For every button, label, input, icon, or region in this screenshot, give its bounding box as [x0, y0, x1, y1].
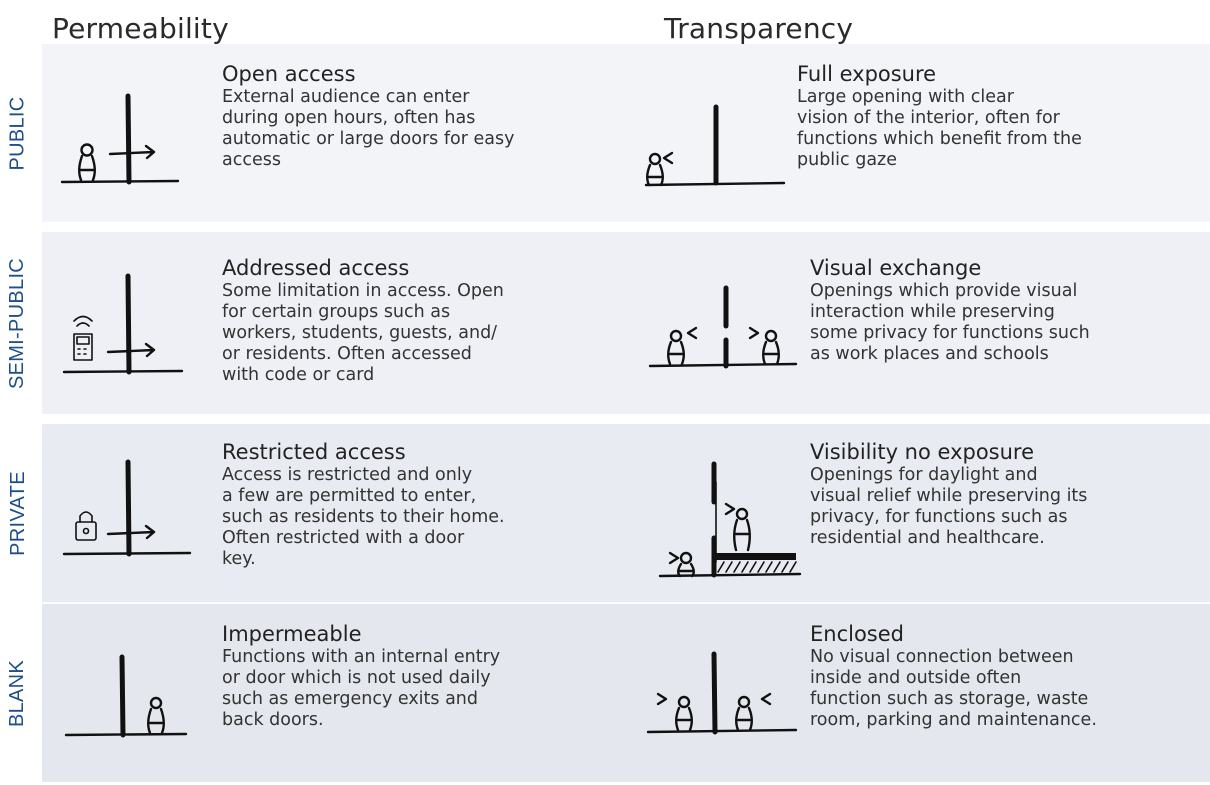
- row-label-text: SEMI-PUBLIC: [6, 257, 29, 389]
- cell-title: Visual exchange: [810, 256, 982, 280]
- cell-title: Full exposure: [797, 62, 937, 86]
- desc-line: a few are permitted to enter,: [222, 486, 477, 506]
- desc-line: automatic or large doors for easy: [222, 129, 515, 149]
- row-label-text: PRIVATE: [6, 470, 29, 556]
- desc-line: workers, students, guests, and/: [222, 323, 498, 343]
- wall-person-inside-icon: [64, 654, 188, 738]
- row-label-private: PRIVATE: [0, 424, 36, 602]
- padlock-door-arrow-icon: [62, 459, 192, 557]
- desc-line: or residents. Often accessed: [222, 344, 472, 364]
- desc-line: Often restricted with a door: [222, 528, 465, 548]
- cell-desc: External audience can enter during open …: [222, 87, 602, 171]
- desc-line: with code or card: [222, 365, 375, 385]
- desc-line: public gaze: [797, 150, 898, 170]
- desc-line: room, parking and maintenance.: [810, 710, 1097, 730]
- cell-title: Enclosed: [810, 622, 904, 646]
- column-title-permeability: Permeability: [52, 12, 229, 45]
- desc-line: or door which is not used daily: [222, 668, 491, 688]
- cell-desc: Large opening with clear vision of the i…: [797, 87, 1197, 171]
- desc-line: for certain groups such as: [222, 302, 451, 322]
- person-door-arrow-icon: [60, 93, 180, 185]
- cell-open-access: Open access External audience can enter …: [222, 62, 602, 171]
- desc-line: Openings for daylight and: [810, 465, 1038, 485]
- card-reader-door-arrow-icon: [62, 273, 184, 375]
- band-blank: [42, 604, 1210, 782]
- people-wall-window-icon: [658, 461, 802, 578]
- cell-desc: Functions with an internal entry or door…: [222, 647, 602, 731]
- cell-full-exposure: Full exposure Large opening with clear v…: [797, 62, 1197, 171]
- desc-line: inside and outside often: [810, 668, 1022, 688]
- desc-line: External audience can enter: [222, 87, 470, 107]
- desc-line: functions which benefit from the: [797, 129, 1082, 149]
- desc-line: visual relief while preserving its: [810, 486, 1088, 506]
- cell-visual-exchange: Visual exchange Openings which provide v…: [810, 256, 1200, 365]
- desc-line: such as emergency exits and: [222, 689, 479, 709]
- desc-line: such as residents to their home.: [222, 507, 505, 527]
- cell-title: Open access: [222, 62, 356, 86]
- desc-line: Functions with an internal entry: [222, 647, 501, 667]
- row-label-semi-public: SEMI-PUBLIC: [0, 232, 36, 414]
- cell-title: Impermeable: [222, 622, 362, 646]
- desc-line: privacy, for functions such as: [810, 507, 1068, 527]
- desc-line: vision of the interior, often for: [797, 108, 1060, 128]
- row-label-public: PUBLIC: [0, 44, 36, 222]
- cell-addressed-access: Addressed access Some limitation in acce…: [222, 256, 602, 386]
- cell-title: Visibility no exposure: [810, 440, 1035, 464]
- cell-title: Restricted access: [222, 440, 406, 464]
- cell-desc: Access is restricted and only a few are …: [222, 465, 602, 570]
- band-private: [42, 424, 1210, 602]
- cell-enclosed: Enclosed No visual connection between in…: [810, 622, 1200, 731]
- desc-line: during open hours, often has: [222, 108, 476, 128]
- two-people-wall-gap-icon: [648, 285, 798, 369]
- desc-line: back doors.: [222, 710, 324, 730]
- desc-line: as work places and schools: [810, 344, 1049, 364]
- desc-line: residential and healthcare.: [810, 528, 1045, 548]
- desc-line: No visual connection between: [810, 647, 1074, 667]
- band-public: [42, 44, 1210, 222]
- cell-restricted-access: Restricted access Access is restricted a…: [222, 440, 602, 570]
- desc-line: Some limitation in access. Open: [222, 281, 504, 301]
- desc-line: access: [222, 150, 281, 170]
- desc-line: Openings which provide visual: [810, 281, 1078, 301]
- cell-desc: Openings which provide visual interactio…: [810, 281, 1200, 365]
- cell-desc: Openings for daylight and visual relief …: [810, 465, 1200, 549]
- desc-line: interaction while preserving: [810, 302, 1055, 322]
- cell-impermeable: Impermeable Functions with an internal e…: [222, 622, 602, 731]
- cell-title: Addressed access: [222, 256, 410, 280]
- desc-line: key.: [222, 549, 256, 569]
- desc-line: Access is restricted and only: [222, 465, 473, 485]
- band-semi-public: [42, 232, 1210, 414]
- desc-line: Large opening with clear: [797, 87, 1014, 107]
- row-label-text: PUBLIC: [6, 95, 29, 171]
- desc-line: some privacy for functions such: [810, 323, 1090, 343]
- row-label-text: BLANK: [6, 659, 29, 727]
- cell-desc: Some limitation in access. Open for cert…: [222, 281, 602, 386]
- person-looking-wall-icon: [644, 104, 786, 187]
- cell-desc: No visual connection between inside and …: [810, 647, 1200, 731]
- row-label-blank: BLANK: [0, 604, 36, 782]
- desc-line: function such as storage, waste: [810, 689, 1089, 709]
- wall-people-both-sides-icon: [646, 651, 798, 735]
- column-title-transparency: Transparency: [664, 12, 854, 45]
- cell-visibility-no-exposure: Visibility no exposure Openings for dayl…: [810, 440, 1200, 549]
